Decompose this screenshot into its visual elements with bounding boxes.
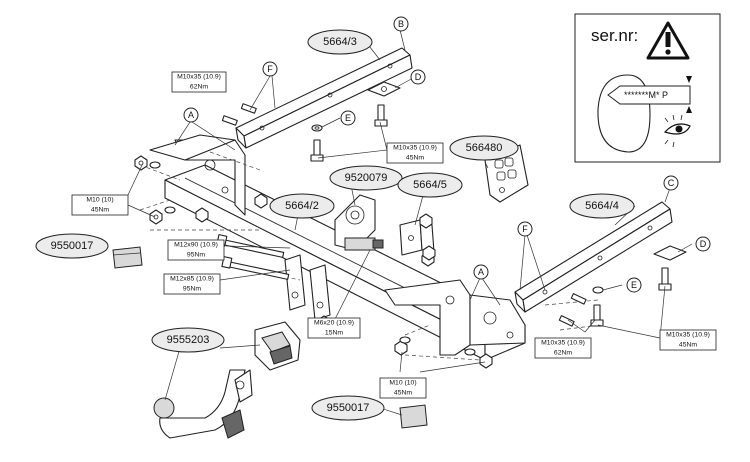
svg-text:9550017: 9550017: [327, 402, 370, 414]
svg-text:M12x90 (10.9): M12x90 (10.9): [174, 242, 218, 249]
svg-text:9555203: 9555203: [167, 334, 210, 346]
electrical-socket: [254, 321, 301, 371]
svg-text:A: A: [188, 110, 194, 120]
beam-hangers: [284, 254, 331, 321]
svg-text:5664/2: 5664/2: [285, 200, 319, 212]
torque-box-m12x90: M12x90 (10.9) 95Nm: [167, 239, 225, 261]
torque-spec-boxes: M10x35 (10.9) 62Nm M10x35 (10.9) 45Nm M1…: [71, 71, 717, 399]
svg-text:95Nm: 95Nm: [183, 286, 201, 293]
arrow-up-icon: [686, 106, 692, 113]
svg-text:5664/5: 5664/5: [413, 179, 447, 191]
part-oval-9550017-left: 9550017: [35, 233, 109, 259]
svg-text:C: C: [668, 178, 675, 188]
part-oval-5664-3: 5664/3: [307, 29, 373, 55]
marker-a-right: A: [473, 264, 489, 280]
part-oval-566480: 566480: [449, 135, 519, 161]
socket-holder-bracket: [334, 194, 384, 251]
svg-text:M6x20 (10.9): M6x20 (10.9): [314, 320, 354, 327]
bolts-top: [221, 103, 388, 162]
arrow-down-icon: [686, 76, 692, 83]
svg-text:M10 (10): M10 (10): [86, 197, 113, 204]
svg-text:E: E: [631, 280, 637, 290]
svg-text:F: F: [267, 64, 273, 74]
mounting-bracket-left: [149, 134, 246, 216]
marker-d-right: D: [695, 236, 711, 252]
svg-text:B: B: [398, 19, 404, 29]
svg-text:5664/4: 5664/4: [585, 200, 619, 212]
serial-plate-text: *******M* P: [624, 90, 668, 100]
marker-f-top: F: [262, 61, 278, 77]
marker-c: C: [663, 175, 679, 191]
svg-text:A: A: [478, 267, 484, 277]
svg-text:M10 (10): M10 (10): [389, 380, 416, 387]
svg-text:D: D: [700, 239, 707, 249]
part-oval-9555203: 9555203: [151, 327, 225, 353]
svg-text:45Nm: 45Nm: [679, 342, 697, 349]
torque-box-m6x20: M6x20 (10.9) 15Nm: [307, 317, 361, 339]
svg-text:15Nm: 15Nm: [325, 330, 343, 337]
part-oval-9520079: 9520079: [329, 165, 403, 191]
torque-box-right-45nm: M10x35 (10.9) 45Nm: [659, 329, 717, 351]
svg-text:E: E: [345, 113, 351, 123]
part-ovals: 5664/3 566480 9520079 5664/5 5664/2 5664…: [35, 29, 635, 421]
svg-text:5664/3: 5664/3: [323, 36, 357, 48]
side-bracket-left: [235, 47, 413, 149]
torque-box-right-62nm: M10x35 (10.9) 62Nm: [534, 337, 592, 359]
letter-markers: B D F E A C F D E A: [183, 16, 711, 293]
svg-text:9520079: 9520079: [345, 172, 388, 184]
rubber-pad-bottom: [399, 404, 428, 429]
marker-a-left: A: [183, 107, 199, 123]
svg-text:M10x35 (10.9): M10x35 (10.9): [177, 74, 221, 81]
part-oval-9550017-bottom: 9550017: [311, 395, 385, 421]
marker-e-top: E: [340, 110, 356, 126]
svg-text:62Nm: 62Nm: [190, 84, 208, 91]
svg-text:62Nm: 62Nm: [554, 350, 572, 357]
marker-d-top: D: [410, 69, 426, 85]
svg-text:45Nm: 45Nm: [394, 390, 412, 397]
marker-e-right: E: [626, 277, 642, 293]
marker-b: B: [393, 16, 409, 32]
torque-box-top-center: M10x35 (10.9) 45Nm: [386, 142, 444, 164]
svg-text:M10x35 (10.9): M10x35 (10.9): [541, 340, 585, 347]
eye-icon: [663, 114, 691, 148]
svg-text:45Nm: 45Nm: [406, 155, 424, 162]
warning-icon: [646, 21, 690, 60]
clamp-plate-right: [653, 245, 687, 261]
part-oval-5664-2: 5664/2: [269, 193, 335, 219]
serial-panel-title: ser.nr:: [591, 26, 638, 45]
nuts-bottom: [394, 245, 493, 369]
torque-box-m12x85: M12x85 (10.9) 95Nm: [163, 273, 221, 295]
svg-text:M10x35 (10.9): M10x35 (10.9): [666, 332, 710, 339]
torque-box-bottom: M10 (10) 45Nm: [379, 377, 427, 399]
svg-text:F: F: [522, 224, 528, 234]
svg-text:M12x85 (10.9): M12x85 (10.9): [170, 276, 214, 283]
tow-ball-neck: [153, 369, 253, 439]
svg-text:45Nm: 45Nm: [91, 207, 109, 214]
leader-lines: [112, 29, 693, 416]
mounting-bracket-right: [384, 279, 526, 356]
nuts-left: [134, 155, 176, 225]
rubber-pad-left: [112, 246, 143, 269]
svg-text:M10x35 (10.9): M10x35 (10.9): [393, 145, 437, 152]
svg-text:9550017: 9550017: [51, 240, 94, 252]
torque-box-left: M10 (10) 45Nm: [71, 194, 129, 216]
side-bracket-right: [514, 201, 673, 313]
svg-text:566480: 566480: [466, 142, 503, 154]
marker-f-right: F: [517, 221, 533, 237]
part-oval-5664-5: 5664/5: [397, 172, 463, 198]
svg-text:D: D: [415, 72, 422, 82]
svg-text:95Nm: 95Nm: [187, 252, 205, 259]
part-oval-5664-4: 5664/4: [569, 193, 635, 219]
torque-box-top-left: M10x35 (10.9) 62Nm: [171, 71, 227, 93]
serial-plate: [607, 85, 691, 105]
serial-number-panel: ser.nr: *******M* P: [574, 13, 721, 163]
clamp-plate-top: [367, 81, 401, 97]
